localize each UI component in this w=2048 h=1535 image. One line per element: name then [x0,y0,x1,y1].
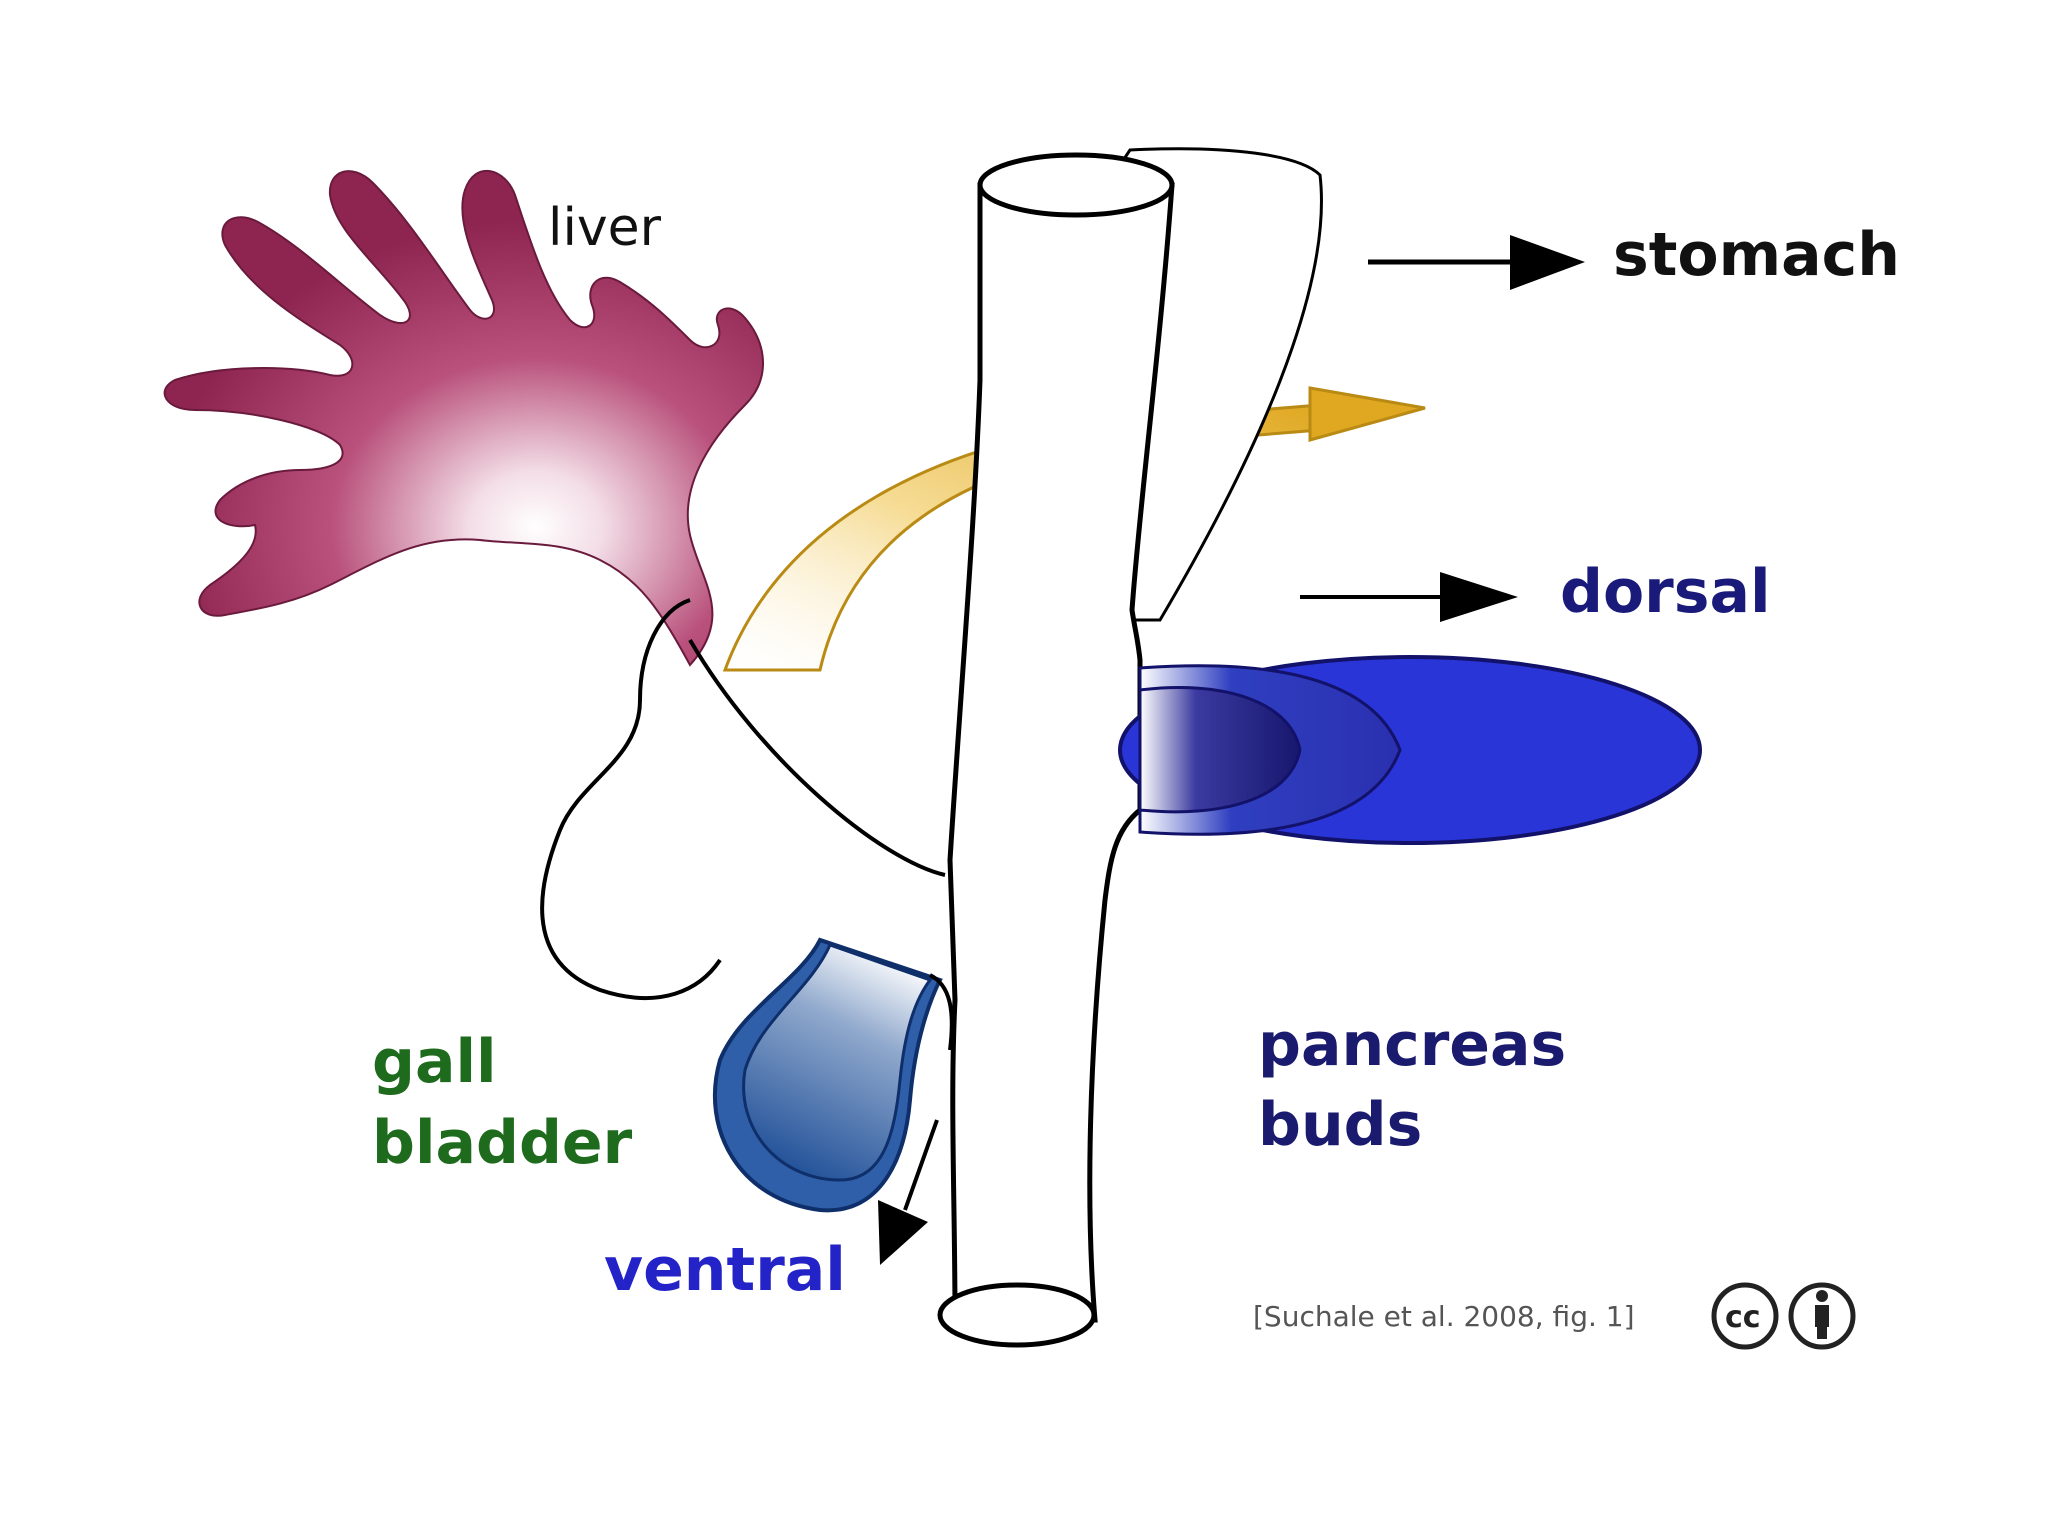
gut-tube [688,147,1323,1348]
label-liver: liver [548,198,662,258]
hepatic-duct-outline [540,598,722,1000]
stomach-arrow [1368,235,1585,290]
duodenum-outline [929,973,954,1051]
label-buds: buds [1258,1090,1422,1160]
liver-shape [163,170,764,667]
label-ventral: ventral [604,1235,846,1305]
label-gall: gall [372,1027,497,1097]
attribution-person-icon [1788,1282,1856,1350]
citation-text: [Suchale et al. 2008, fig. 1] [1253,1300,1635,1333]
creative-commons-icon: cc [1711,1282,1779,1350]
label-dorsal: dorsal [1560,557,1771,627]
dorsal-pancreas-bud [1118,655,1702,845]
label-bladder: bladder [372,1108,633,1178]
label-stomach: stomach [1613,220,1900,290]
label-pancreas: pancreas [1258,1010,1566,1080]
dorsal-arrow [1300,572,1518,622]
cc-badge-text: cc [1725,1300,1761,1335]
ventral-arrow [878,1119,939,1265]
ventral-pancreas-bud [712,937,943,1213]
